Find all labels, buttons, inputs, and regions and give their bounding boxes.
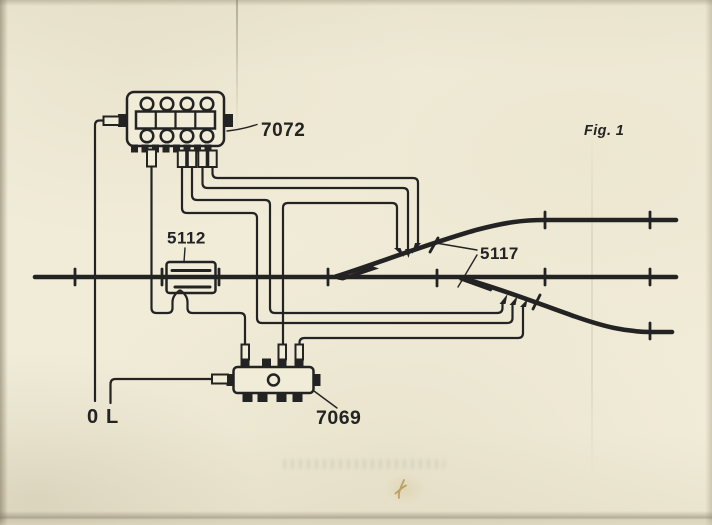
turnout-mark-upper bbox=[428, 236, 440, 254]
push-button-panel-7072 bbox=[102, 90, 258, 168]
handwritten-pencil-mark bbox=[394, 479, 407, 499]
paper-crease-top bbox=[236, 0, 238, 130]
label-turnouts: 5117 bbox=[480, 244, 519, 263]
track-layout bbox=[32, 210, 679, 341]
plate-screw-hole bbox=[266, 373, 281, 387]
wire-panel-to-lower-turnout-2 bbox=[190, 165, 504, 315]
label-push-button-panel: 7072 bbox=[261, 120, 305, 141]
label-distribution-plate: 7069 bbox=[316, 407, 361, 429]
plate-body bbox=[232, 365, 315, 395]
wire-panel-to-lower-turnout-1 bbox=[180, 165, 514, 325]
wire-plate-to-upper-turnout bbox=[281, 201, 399, 346]
contact-track-label-leader bbox=[183, 247, 186, 263]
wire-terminal-l-to-plate bbox=[109, 377, 214, 405]
labels: 7072 5112 5117 7069 0 L Fig. 1 bbox=[87, 120, 624, 429]
wire-panel-to-upper-turnout-2 bbox=[211, 165, 420, 246]
panel-wire-plugs bbox=[146, 148, 218, 168]
plate-wire-plugs bbox=[240, 343, 304, 361]
wire-panel-to-contact-track bbox=[150, 164, 181, 315]
page-edge-shadow-right bbox=[705, 0, 712, 525]
label-terminal-l: L bbox=[106, 406, 119, 428]
label-contact-track: 5112 bbox=[167, 229, 206, 248]
label-terminal-0: 0 bbox=[87, 406, 99, 428]
panel-left-lug bbox=[118, 114, 129, 127]
panel-push-buttons bbox=[134, 110, 217, 130]
contact-track-body bbox=[165, 260, 217, 295]
plate-label-leader bbox=[313, 390, 338, 409]
pencil-smudge bbox=[384, 474, 426, 504]
plate-right-tab bbox=[311, 374, 321, 386]
figure-caption: Fig. 1 bbox=[584, 123, 624, 139]
paper-crease-right bbox=[591, 130, 593, 480]
plate-top-tabs bbox=[240, 358, 304, 369]
rail-joint-ticks bbox=[73, 210, 652, 341]
plate-left-plug bbox=[211, 373, 229, 385]
wiring bbox=[93, 119, 528, 405]
panel-label-leader bbox=[226, 123, 258, 132]
contact-track-5112 bbox=[165, 247, 217, 295]
panel-left-plug bbox=[102, 115, 121, 126]
plate-bottom-tabs bbox=[242, 392, 303, 402]
page-edge-shadow-left bbox=[0, 0, 8, 525]
turnout-label-leaders bbox=[432, 241, 478, 288]
panel-right-lug bbox=[222, 114, 233, 127]
page-edge-shadow-bottom bbox=[0, 511, 712, 525]
plate-left-tab bbox=[226, 374, 236, 386]
wire-panel-to-upper-turnout-1 bbox=[201, 165, 410, 251]
track-upper-branch bbox=[333, 217, 679, 279]
print-bleedthrough-band bbox=[283, 459, 445, 469]
turnout-frog-upper bbox=[337, 266, 379, 281]
distribution-plate-7069 bbox=[211, 343, 338, 409]
wire-contact-track-to-plate bbox=[179, 289, 247, 346]
page-edge-shadow-top bbox=[0, 0, 712, 6]
wire-tips bbox=[394, 243, 528, 307]
wire-plate-to-lower-turnout bbox=[298, 304, 525, 346]
wire-panel-to-terminal-0 bbox=[93, 119, 106, 403]
turnout-frog-lower bbox=[459, 276, 494, 292]
turnout-mark-lower bbox=[531, 293, 542, 311]
